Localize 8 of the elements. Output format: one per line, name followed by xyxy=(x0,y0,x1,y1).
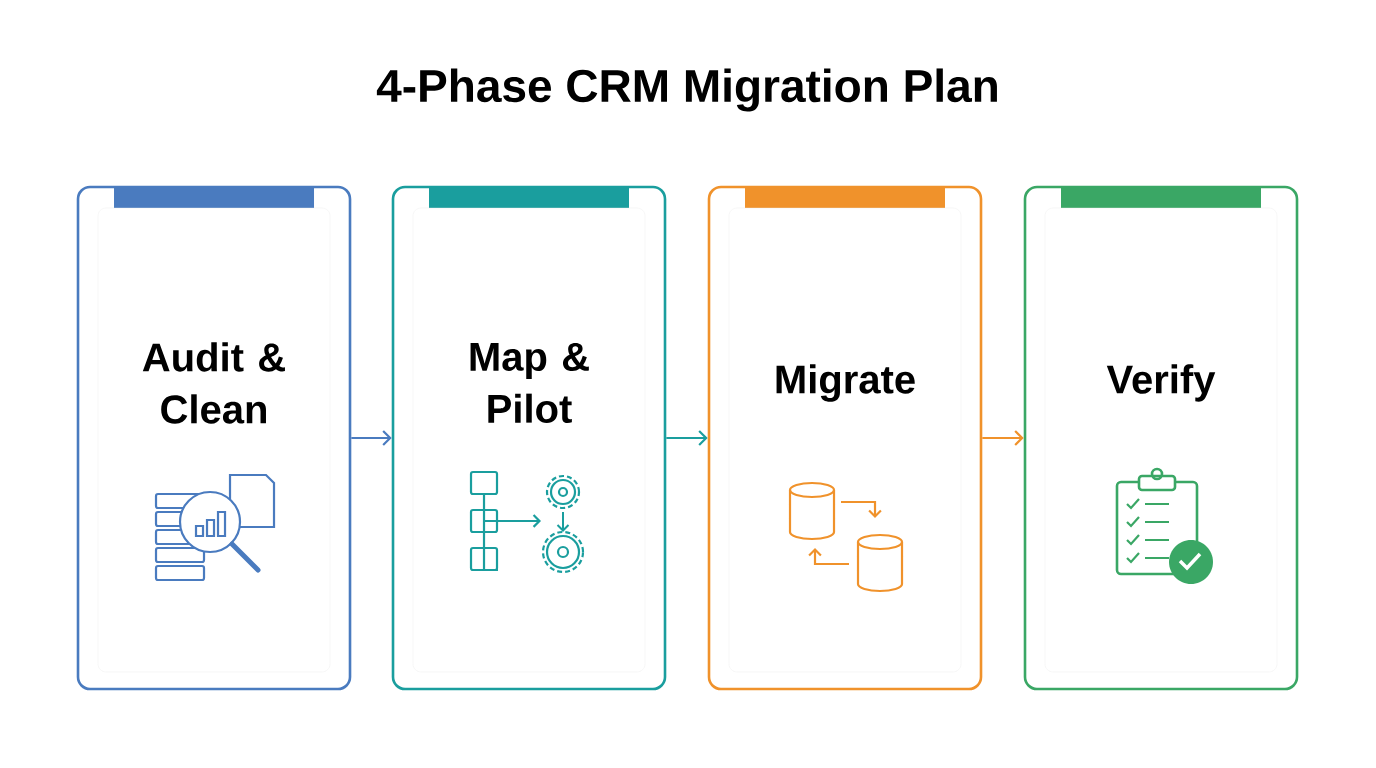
arrow xyxy=(982,430,1024,446)
phase-card: Audit & Clean xyxy=(76,185,352,691)
phase-card: Verify xyxy=(1023,185,1299,691)
arrow xyxy=(351,430,392,446)
title: 4-Phase CRM Migration Plan xyxy=(376,68,997,112)
phase-card: Map & Pilot xyxy=(391,185,667,691)
phase-card: Migrate xyxy=(707,185,983,691)
arrow xyxy=(666,430,708,446)
